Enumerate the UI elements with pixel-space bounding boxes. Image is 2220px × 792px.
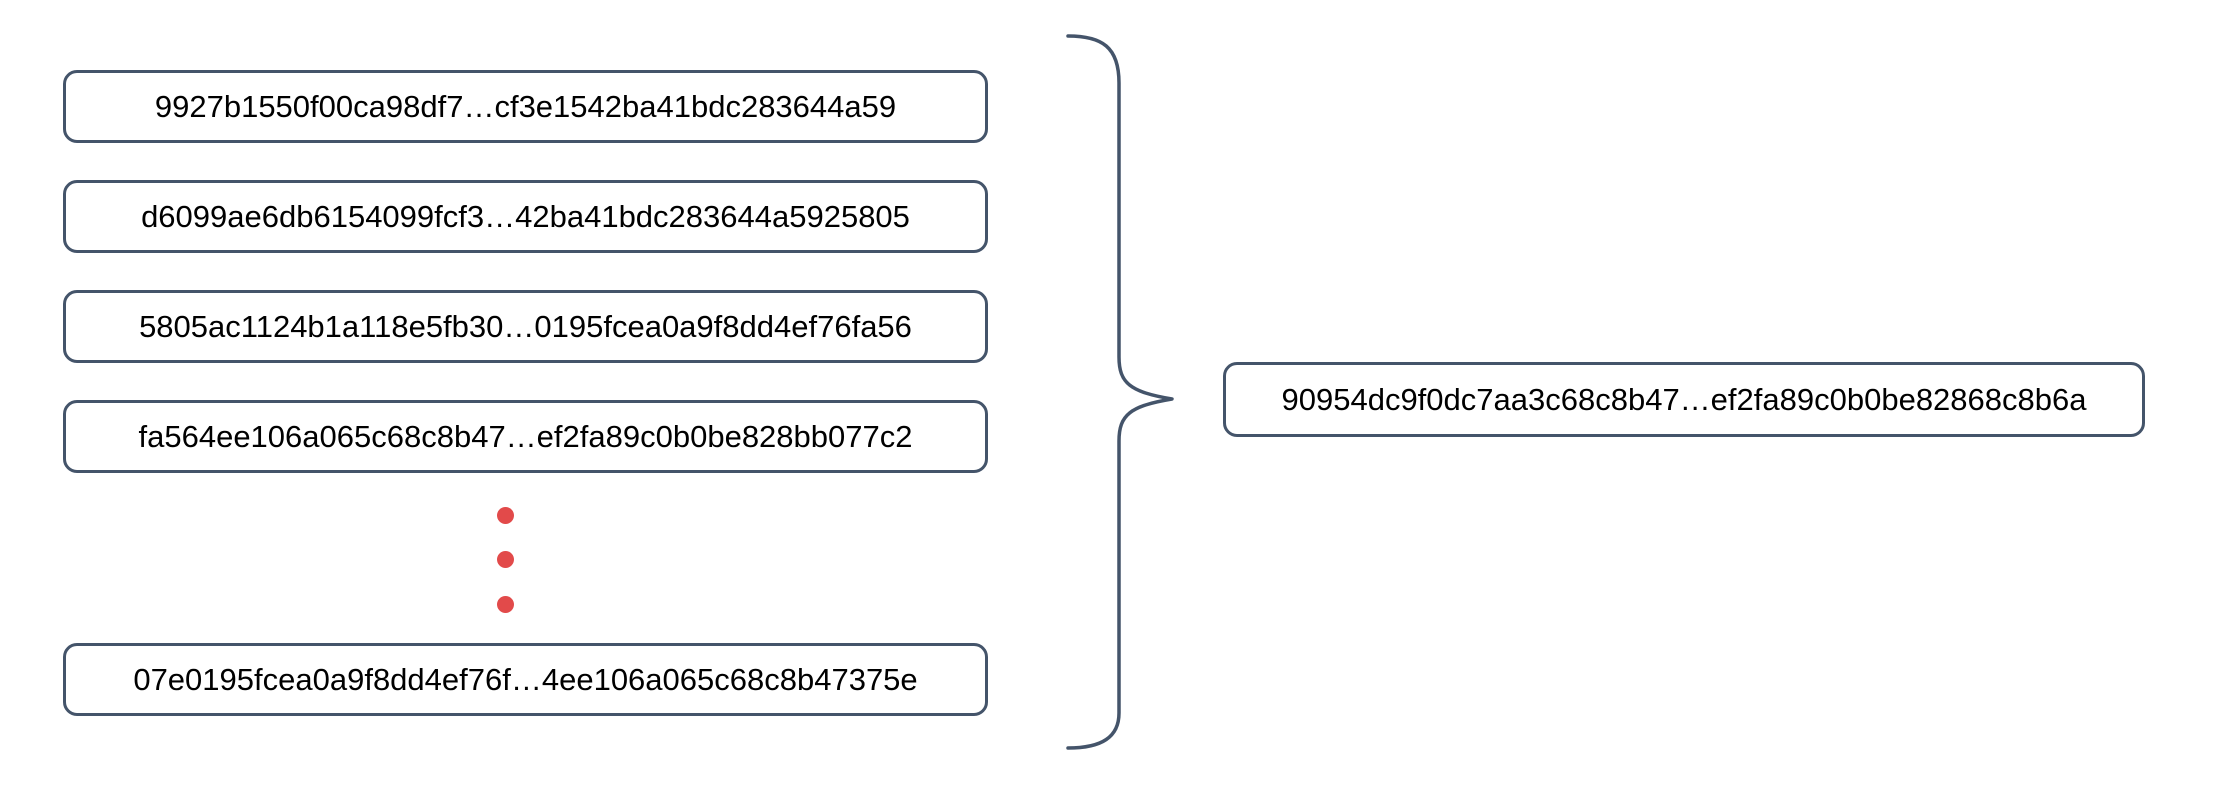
hash-box-4-label: fa564ee106a065c68c8b47…ef2fa89c0b0be828b… xyxy=(138,418,913,454)
ellipsis-dot-icon xyxy=(497,551,514,568)
ellipsis-dot-icon xyxy=(497,507,514,524)
hash-box-2-label: d6099ae6db6154099fcf3…42ba41bdc283644a59… xyxy=(141,198,910,234)
hash-box-1: 9927b1550f00ca98df7…cf3e1542ba41bdc28364… xyxy=(63,70,988,143)
hash-box-5: 07e0195fcea0a9f8dd4ef76f…4ee106a065c68c8… xyxy=(63,643,988,716)
curly-brace-icon xyxy=(1066,34,1174,750)
hash-box-3: 5805ac1124b1a118e5fb30…0195fcea0a9f8dd4e… xyxy=(63,290,988,363)
hash-box-1-label: 9927b1550f00ca98df7…cf3e1542ba41bdc28364… xyxy=(154,88,897,124)
result-hash-label: 90954dc9f0dc7aa3c68c8b47…ef2fa89c0b0be82… xyxy=(1281,381,2087,417)
hash-box-4: fa564ee106a065c68c8b47…ef2fa89c0b0be828b… xyxy=(63,400,988,473)
ellipsis-dot-icon xyxy=(497,596,514,613)
hash-box-3-label: 5805ac1124b1a118e5fb30…0195fcea0a9f8dd4e… xyxy=(139,308,912,344)
result-hash-box: 90954dc9f0dc7aa3c68c8b47…ef2fa89c0b0be82… xyxy=(1223,362,2145,437)
hash-box-5-label: 07e0195fcea0a9f8dd4ef76f…4ee106a065c68c8… xyxy=(133,661,918,697)
hash-box-2: d6099ae6db6154099fcf3…42ba41bdc283644a59… xyxy=(63,180,988,253)
